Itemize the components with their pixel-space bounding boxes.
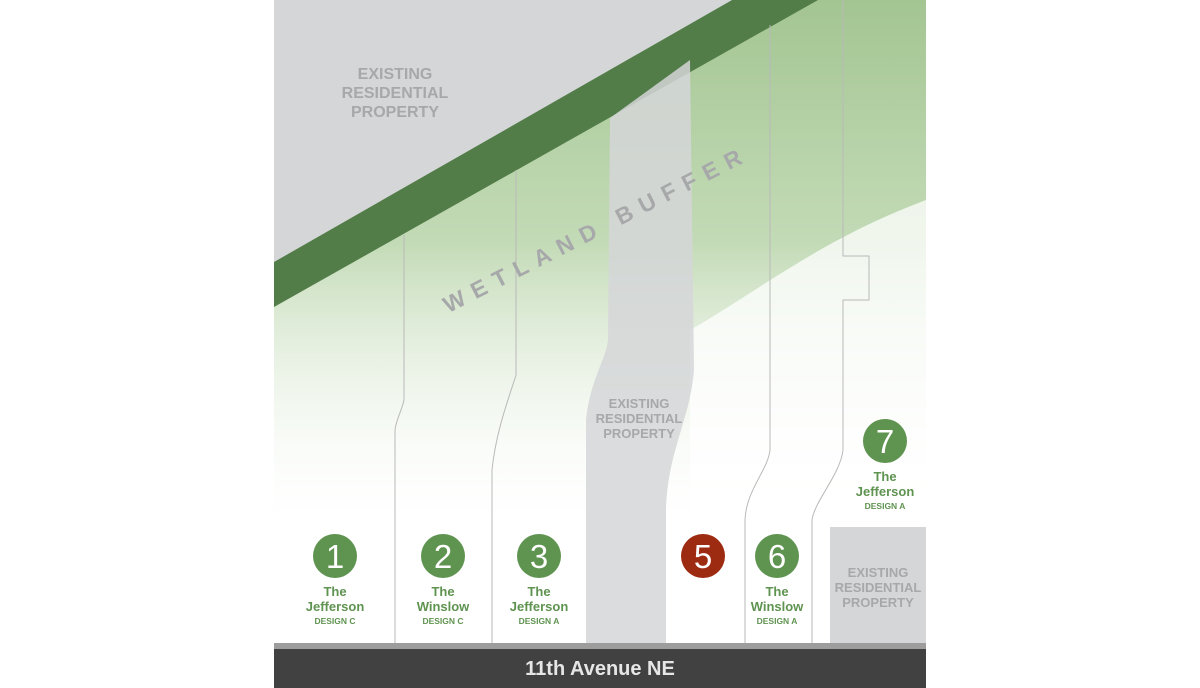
lot-model-line-1: The [431,584,454,599]
existing-property-middle [586,60,694,643]
lot-marker-2[interactable]: 2 The Winslow DESIGN C [417,534,470,626]
lot-line-6-7 [744,25,771,643]
existing-property-label-top-left: EXISTING RESIDENTIAL PROPERTY [342,66,449,121]
lot-marker-1[interactable]: 1 The Jefferson DESIGN C [306,534,365,626]
existing-label-line-2: RESIDENTIAL [596,411,683,426]
existing-label-line-2: RESIDENTIAL [835,580,922,595]
lot-marker-7[interactable]: 7 The Jefferson DESIGN A [856,419,915,511]
lot-model-line-2: Winslow [417,599,470,614]
lot-model-line-1: The [527,584,550,599]
lot-number: 2 [434,538,452,575]
existing-property-bottom-right [830,527,926,643]
lot-marker-5[interactable]: 5 [681,534,725,578]
lot-line-1-2 [394,235,405,643]
existing-property-label-middle: EXISTING RESIDENTIAL PROPERTY [596,396,683,441]
street [274,649,926,688]
existing-label-line-2: RESIDENTIAL [342,85,449,102]
buffer-edge-fade [690,200,926,540]
lot-number: 3 [530,538,548,575]
lot-model-line-2: Winslow [751,599,804,614]
lot-number: 5 [694,538,712,575]
lot-design: DESIGN A [519,616,560,626]
lot-number: 6 [768,538,786,575]
lot-model-line-1: The [323,584,346,599]
lot-marker-6[interactable]: 6 The Winslow DESIGN A [751,534,804,626]
lot-design: DESIGN A [865,501,906,511]
lot-number: 1 [326,538,344,575]
lot-number-badge[interactable] [517,534,561,578]
lot-model-line-2: Jefferson [510,599,569,614]
existing-label-line-3: PROPERTY [351,104,439,121]
lot-line-7 [811,0,870,643]
existing-label-line-1: EXISTING [358,66,433,83]
lot-design: DESIGN C [314,616,355,626]
existing-label-line-3: PROPERTY [603,426,675,441]
lot-design: DESIGN A [757,616,798,626]
lot-design: DESIGN C [422,616,463,626]
existing-label-line-3: PROPERTY [842,595,914,610]
lot-number-badge[interactable] [863,419,907,463]
existing-label-line-1: EXISTING [848,565,909,580]
lot-model-line-1: The [765,584,788,599]
lot-model-line-2: Jefferson [306,599,365,614]
existing-property-label-bottom-right: EXISTING RESIDENTIAL PROPERTY [835,565,922,610]
lot-marker-3[interactable]: 3 The Jefferson DESIGN A [510,534,569,626]
lot-number-badge[interactable] [755,534,799,578]
lot-number-badge-sold[interactable] [681,534,725,578]
lot-model-line-2: Jefferson [856,484,915,499]
lot-number: 7 [876,423,894,460]
lot-number-badge[interactable] [313,534,357,578]
street-label: 11th Avenue NE [525,658,675,680]
lot-model-line-1: The [873,469,896,484]
curb [274,643,926,649]
lot-line-2-3 [491,170,517,643]
lot-lines [394,0,870,643]
existing-label-line-1: EXISTING [609,396,670,411]
lot-number-badge[interactable] [421,534,465,578]
